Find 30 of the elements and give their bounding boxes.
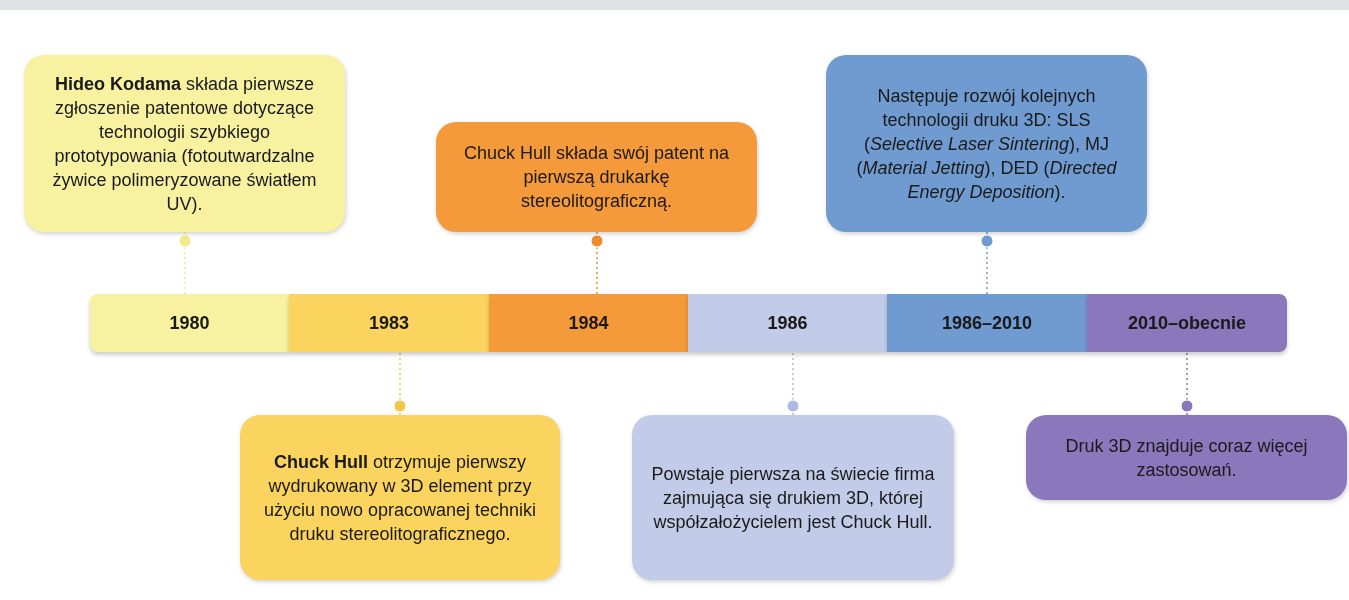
timeline-segment <box>289 294 489 352</box>
timeline-segment <box>489 294 688 352</box>
year-label: 1984 <box>568 312 609 334</box>
leader-line <box>1180 351 1194 416</box>
year-label: 1986 <box>767 312 808 334</box>
timeline-segment <box>90 294 289 352</box>
event-card <box>240 415 560 580</box>
year-label: 2010–obecnie <box>1127 312 1247 334</box>
timeline-segment <box>1087 294 1287 352</box>
event-text: Chuck Hull składa swój patent na pierwszą drukarkę stereolitograficzną. <box>462 142 731 213</box>
timeline-segment <box>688 294 887 352</box>
event-card <box>826 55 1147 232</box>
timeline-segment <box>887 294 1087 352</box>
event-text: Chuck Hull otrzymuje pierwszy wydrukowany w 3D element przy użyciu nowo opracowanej techniki druku stereolitograficznego. <box>262 450 538 546</box>
event-card <box>1026 415 1347 500</box>
event-text: Hideo Kodama składa pierwsze zgłoszenie patentowe dotyczące technologii szybkiego prototypowania (fotoutwardzalne żywice polimeryzowane światłem UV). <box>51 72 318 216</box>
event-text: Powstaje pierwsza na świecie firma zajmująca się drukiem 3D, której współzałożycielem jest Chuck Hull. <box>650 462 936 534</box>
year-label: 1980 <box>169 312 210 334</box>
leader-line <box>980 231 994 295</box>
event-text: Druk 3D znajduje coraz więcej zastosowań. <box>1064 434 1309 482</box>
year-label: 1983 <box>368 312 409 334</box>
leader-line <box>178 231 192 295</box>
event-card <box>632 415 954 580</box>
leader-line <box>786 351 800 416</box>
event-card <box>436 122 757 232</box>
event-text: Następuje rozwój kolejnych technologii druku 3D: SLS (Selective Laser Sintering), MJ (Material Jetting), DED (Directed Energy Deposition). <box>855 84 1118 204</box>
event-card <box>24 55 345 232</box>
leader-line <box>393 351 407 416</box>
year-label: 1986–2010 <box>941 312 1033 334</box>
leader-line <box>590 231 604 295</box>
